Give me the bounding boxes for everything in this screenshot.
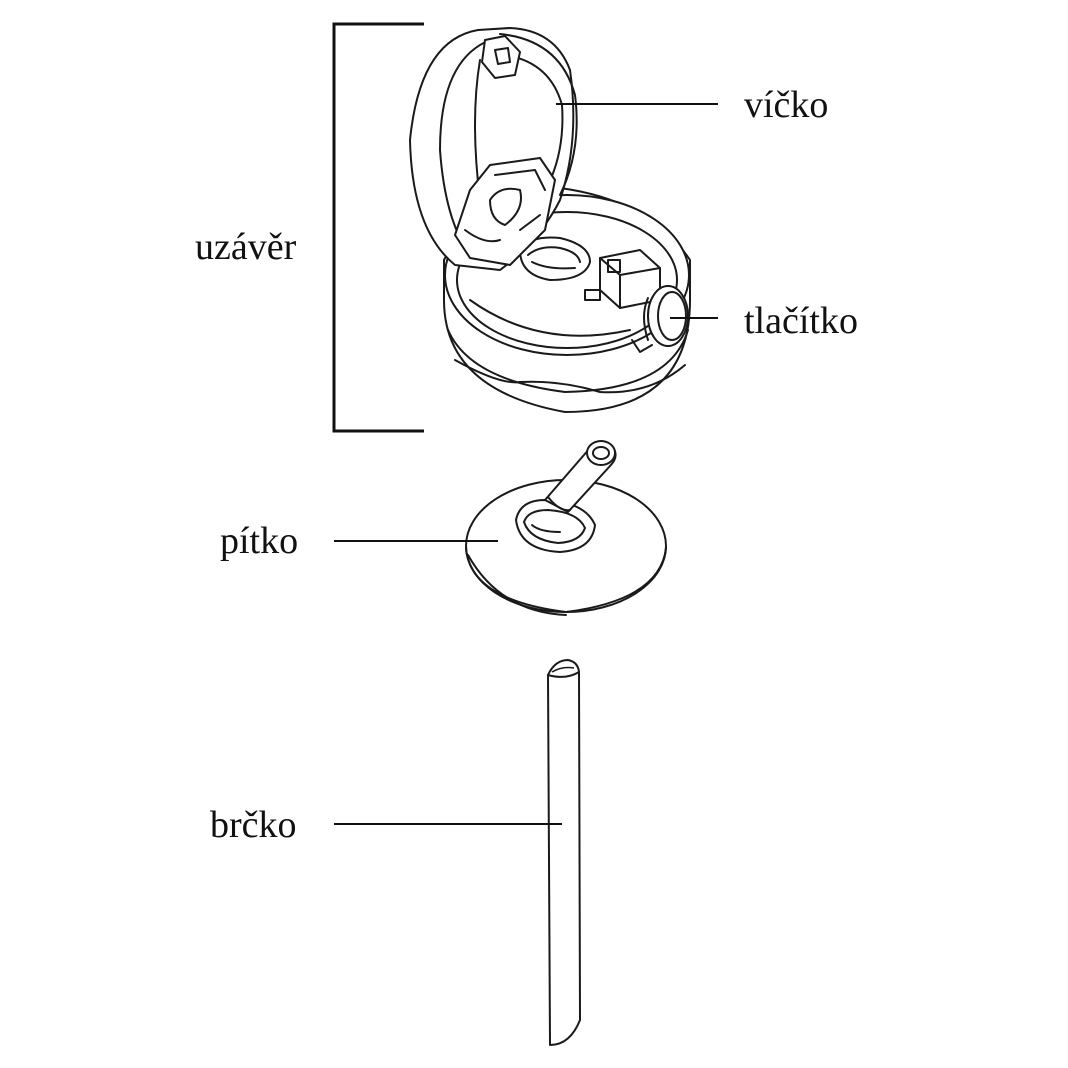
cap-bracket (332, 22, 424, 433)
mouthpiece-label: pítko (220, 520, 299, 562)
cap-label: uzávěr (195, 226, 297, 268)
mouthpiece-illustration (465, 440, 667, 616)
button-label: tlačítko (744, 300, 858, 342)
lid-label: víčko (744, 84, 829, 126)
straw-label: brčko (210, 804, 297, 846)
lid-illustration (409, 27, 578, 271)
straw-illustration (547, 659, 581, 1046)
